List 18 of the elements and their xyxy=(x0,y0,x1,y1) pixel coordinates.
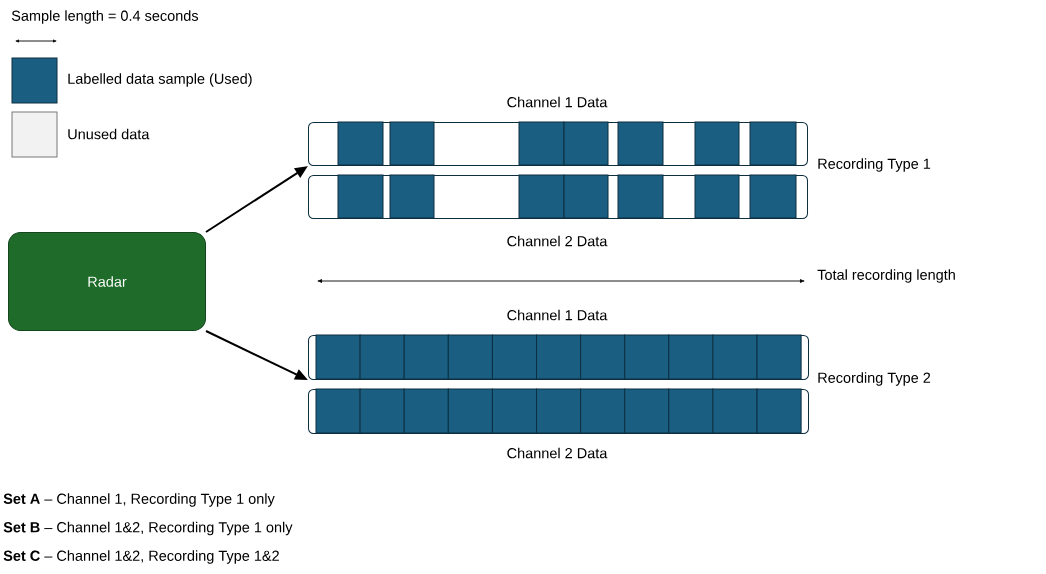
set-description: Set C – Channel 1&2, Recording Type 1&2 xyxy=(3,550,279,564)
channel-label: Channel 2 Data xyxy=(507,447,608,459)
legend-label: Unused data xyxy=(68,128,150,140)
data-bar xyxy=(308,388,809,434)
legend-label: Labelled data sample (Used) xyxy=(68,73,252,87)
set-description: Set B – Channel 1&2, Recording Type 1 only xyxy=(3,521,293,536)
recording-label: Recording Type 2 xyxy=(818,372,931,386)
channel-label: Channel 2 Data xyxy=(507,235,608,247)
data-bar xyxy=(308,121,808,166)
data-bar xyxy=(308,174,808,219)
data-bar xyxy=(308,334,809,380)
dimension-label: Total recording length xyxy=(817,269,955,283)
recording-label: Recording Type 1 xyxy=(818,158,931,172)
channel-label: Channel 1 Data xyxy=(507,309,608,321)
channel-label: Channel 1 Data xyxy=(507,96,608,108)
set-description: Set A – Channel 1, Recording Type 1 only xyxy=(3,493,275,507)
dimension-label: Sample length = 0.4 seconds xyxy=(11,10,199,24)
radar-box: Radar xyxy=(8,232,206,331)
